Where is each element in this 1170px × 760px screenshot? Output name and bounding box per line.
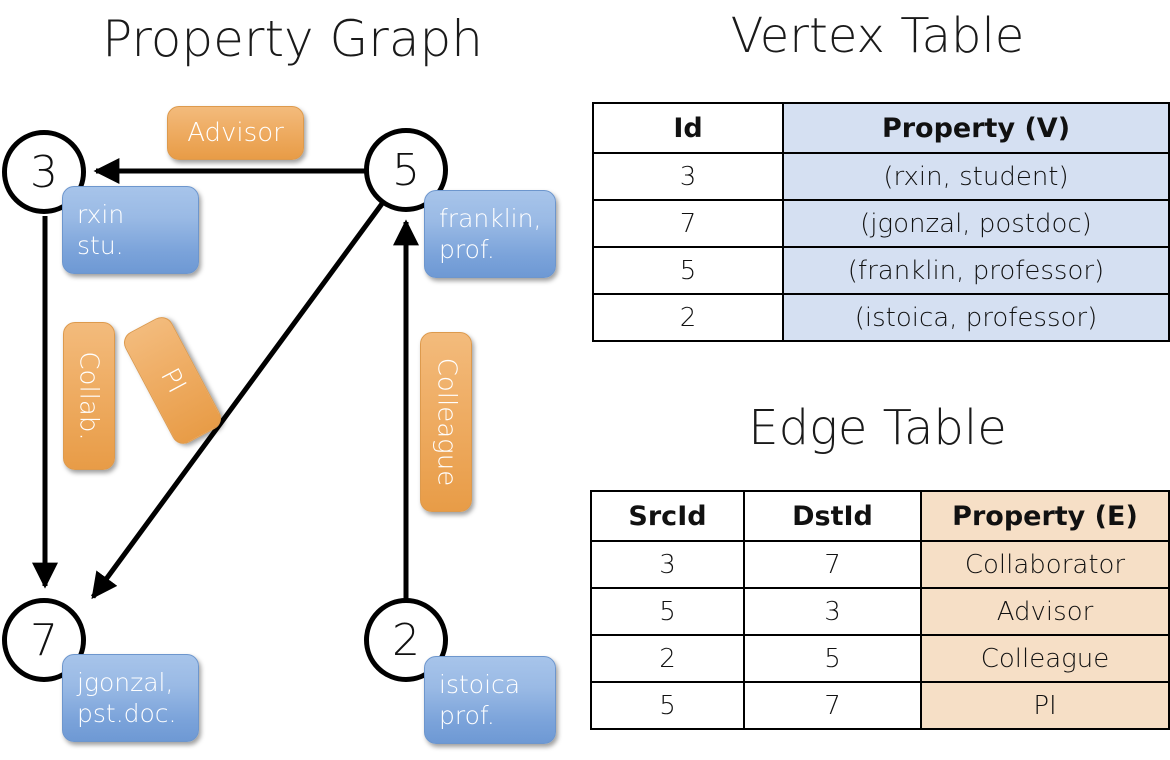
- table-row[interactable]: 2 (istoica, professor): [592, 293, 1170, 342]
- edge-cell-property: Advisor: [920, 587, 1170, 636]
- page-title-property-graph: Property Graph: [102, 10, 483, 68]
- graph-edges-svg: [32, 158, 419, 601]
- vertex-property-box-7: jgonzal, pst.doc.: [62, 654, 199, 742]
- graph-node-2[interactable]: [364, 598, 448, 682]
- table-row[interactable]: 3 7 Collaborator: [590, 540, 1170, 589]
- vertex-cell-id: 3: [592, 152, 784, 201]
- page-title-edge-table: Edge Table: [748, 400, 1007, 456]
- edge-table: SrcId DstId Property (E) 3 7 Collaborato…: [590, 490, 1170, 730]
- edge-cell-dst: 7: [743, 681, 922, 730]
- vertex-cell-property: (rxin, student): [782, 152, 1170, 201]
- edge-label-colleague: Colleague: [420, 332, 472, 512]
- edge-table-header-property: Property (E): [920, 490, 1170, 542]
- vertex-property-5-line1: franklin,: [439, 204, 542, 233]
- vertex-property-7-line1: jgonzal,: [77, 668, 174, 697]
- vertex-table: Id Property (V) 3 (rxin, student) 7 (jgo…: [592, 102, 1170, 342]
- graph-node-5[interactable]: [364, 128, 448, 212]
- vertex-cell-id: 7: [592, 199, 784, 248]
- vertex-cell-property: (jgonzal, postdoc): [782, 199, 1170, 248]
- edge-label-collab-rot-wrap: Collab.: [64, 323, 114, 469]
- edge-5-to-7: [90, 199, 387, 600]
- edge-cell-src: 2: [590, 634, 745, 683]
- vertex-property-box-5: franklin, prof.: [424, 190, 556, 278]
- vertex-cell-id: 2: [592, 293, 784, 342]
- vertex-table-header-row: Id Property (V): [592, 102, 1170, 154]
- table-row[interactable]: 5 7 PI: [590, 681, 1170, 730]
- page-title-vertex-table: Vertex Table: [730, 8, 1025, 64]
- edge-label-collab-text: Collab.: [74, 351, 104, 441]
- edge-label-collab: Collab.: [63, 322, 115, 470]
- property-graph-diagram: 3 5 7 2 Advisor rxin stu. franklin, prof…: [2, 106, 556, 744]
- table-row[interactable]: 3 (rxin, student): [592, 152, 1170, 201]
- edge-cell-property: PI: [920, 681, 1170, 730]
- edge-table-header-row: SrcId DstId Property (E): [590, 490, 1170, 542]
- vertex-property-2-line1: istoica: [439, 670, 521, 699]
- edge-cell-property: Colleague: [920, 634, 1170, 683]
- edge-table-header-srcid: SrcId: [590, 490, 745, 542]
- vertex-property-3-line1: rxin: [77, 200, 125, 229]
- table-row[interactable]: 2 5 Colleague: [590, 634, 1170, 683]
- edge-label-advisor: Advisor: [167, 106, 304, 160]
- edge-cell-dst: 5: [743, 634, 922, 683]
- edge-cell-property: Collaborator: [920, 540, 1170, 589]
- edge-cell-src: 3: [590, 540, 745, 589]
- vertex-cell-id: 5: [592, 246, 784, 295]
- edge-cell-src: 5: [590, 681, 745, 730]
- vertex-property-5-line2: prof.: [439, 235, 495, 264]
- vertex-property-3-line2: stu.: [77, 231, 124, 260]
- vertex-property-2-line2: prof.: [439, 701, 495, 730]
- edge-cell-dst: 3: [743, 587, 922, 636]
- vertex-property-7-line2: pst.doc.: [77, 699, 177, 728]
- edge-label-pi-text: PI: [153, 363, 192, 398]
- edge-label-colleague-rot-wrap: Colleague: [421, 333, 471, 511]
- vertex-table-header-property: Property (V): [782, 102, 1170, 154]
- edge-cell-dst: 7: [743, 540, 922, 589]
- vertex-cell-property: (istoica, professor): [782, 293, 1170, 342]
- edge-table-header-dstid: DstId: [743, 490, 922, 542]
- edge-label-colleague-text: Colleague: [431, 357, 462, 487]
- edge-label-advisor-text: Advisor: [187, 118, 284, 148]
- table-row[interactable]: 5 3 Advisor: [590, 587, 1170, 636]
- vertex-property-box-3: rxin stu.: [62, 186, 199, 274]
- table-row[interactable]: 5 (franklin, professor): [592, 246, 1170, 295]
- vertex-table-header-id: Id: [592, 102, 784, 154]
- table-row[interactable]: 7 (jgonzal, postdoc): [592, 199, 1170, 248]
- vertex-cell-property: (franklin, professor): [782, 246, 1170, 295]
- edge-cell-src: 5: [590, 587, 745, 636]
- vertex-property-box-2: istoica prof.: [424, 656, 556, 744]
